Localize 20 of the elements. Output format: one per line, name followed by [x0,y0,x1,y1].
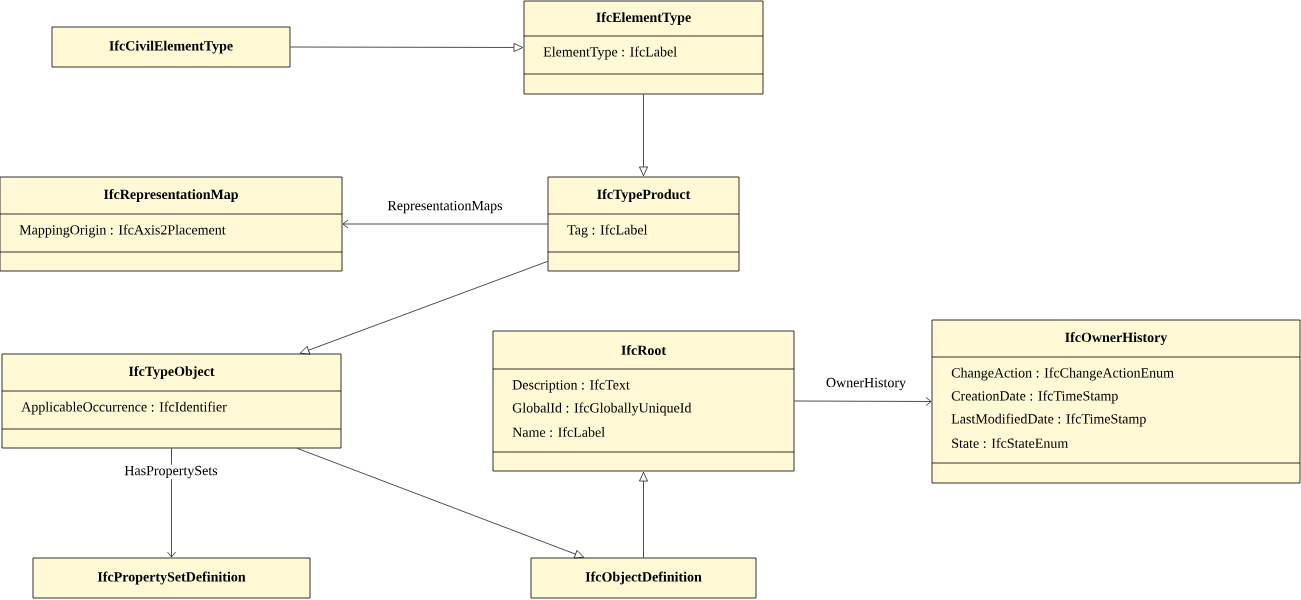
class-box: IfcTypeObject ApplicableOccurrence : IfcIdentifier [1,353,342,449]
inheritance-arrow [639,94,648,177]
edge-label: HasPropertySets [123,464,219,480]
class-box: IfcOwnerHistory ChangeAction : IfcChangeActionEnum CreationDate : IfcTimeStamp LastModifiedDate : IfcTimeStamp State : IfcStateEnum [931,319,1301,484]
class-box: IfcPropertySetDefinition [32,557,311,599]
class-box: IfcElementType ElementType : IfcLabel [523,0,764,95]
association-arrow [342,219,548,229]
class-box: IfcRepresentationMap MappingOrigin : IfcAxis2Placement [0,176,343,272]
inheritance-arrow [639,471,648,558]
inheritance-arrow [299,261,548,355]
edge-label: RepresentationMaps [386,199,504,215]
association-arrow [167,448,176,558]
inheritance-arrow [297,448,585,559]
class-box: IfcRoot Description : IfcText GlobalId : IfcGloballyUniqueId Name : IfcLabel [492,330,795,472]
association-arrow [794,397,932,406]
inheritance-arrow [290,43,524,52]
class-box: IfcCivilElementType [51,26,291,68]
class-box: IfcObjectDefinition [530,557,757,599]
edge-label: OwnerHistory [824,376,908,392]
class-box: IfcTypeProduct Tag : IfcLabel [547,176,740,272]
